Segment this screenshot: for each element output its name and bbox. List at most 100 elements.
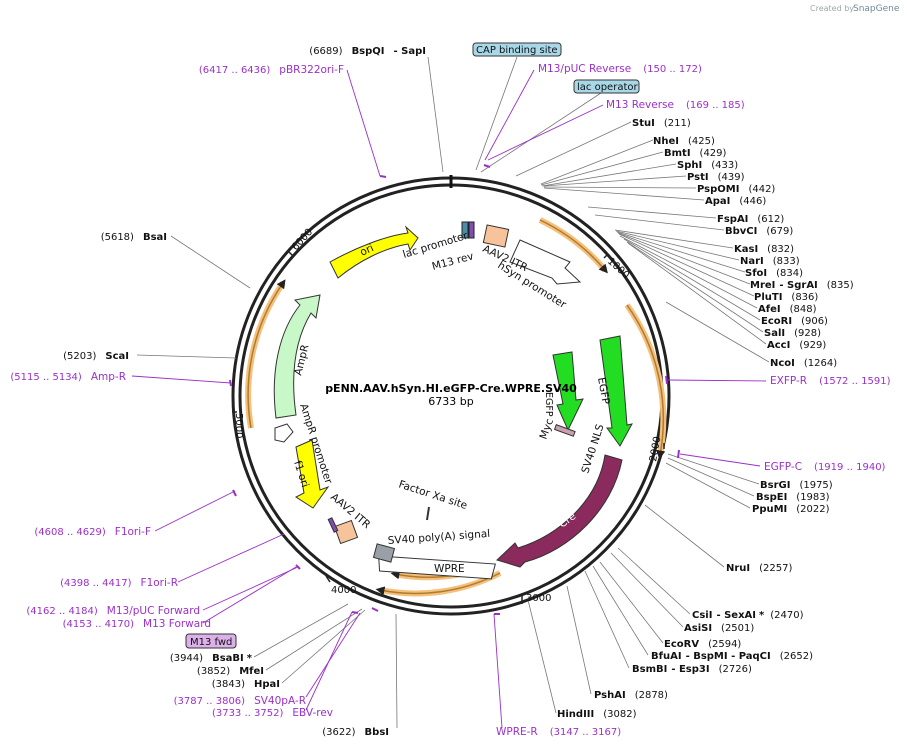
m13-fwd-box	[185, 633, 237, 649]
wpre-label: WPRE	[434, 563, 465, 575]
snapgene-name: SnapGene	[853, 4, 900, 14]
site-pspomi: PspOMI(442)	[697, 184, 775, 195]
primer-marks	[229, 164, 680, 615]
primer-m13puc-reverse: M13/pUC Reverse(150 .. 172)	[538, 63, 702, 75]
primer-ebv-rev: (3733 .. 3752)EBV-rev	[212, 707, 333, 719]
primer-exfp-r: EXFP-R(1572 .. 1591)	[770, 375, 891, 387]
site-nhei: NheI(425)	[653, 136, 715, 147]
site-fspai: FspAI(612)	[717, 214, 784, 225]
ampr-promoter-shape	[274, 423, 294, 443]
site-mrei: MreI- SgrAI(835)	[750, 280, 854, 291]
site-stui: StuI(211)	[632, 118, 691, 129]
f1-ori-shape	[294, 439, 330, 509]
primer-m13-forward: (4153 .. 4170)M13 Forward	[63, 618, 211, 630]
site-pshai: PshAI(2878)	[594, 690, 668, 701]
primer-m13puc-forward: (4162 .. 4184)M13/pUC Forward	[26, 605, 200, 617]
site-sphi: SphI(433)	[677, 160, 738, 171]
primer-sv40pa-r: (3787 .. 3806)SV40pA-R	[174, 695, 306, 707]
cre-shape	[496, 454, 623, 568]
site-scai: (5203)ScaI	[63, 351, 129, 362]
egfp-shape	[599, 335, 633, 447]
boxed-labels: CAP binding site lac operator M13 fwd	[185, 42, 640, 649]
egfp-inner-shape	[552, 351, 584, 432]
site-bspei: BspEI(1983)	[756, 492, 830, 503]
ampr-shape	[273, 294, 321, 419]
sv40pa-label: SV40 poly(A) signal	[387, 528, 490, 547]
ruler-marks	[232, 251, 665, 604]
primer-f1ori-r: (4398 .. 4417)F1ori-R	[60, 577, 178, 589]
primer-m13-reverse: M13 Reverse(169 .. 185)	[606, 99, 745, 111]
site-psti: PstI(439)	[687, 172, 745, 183]
site-bbsi: (3622)BbsI	[322, 727, 389, 738]
created-by-text: Created by	[810, 4, 854, 13]
site-acci: AccI(929)	[767, 340, 826, 351]
site-bsmbi: BsmBI- Esp3I(2726)	[632, 664, 752, 675]
sites-right: StuI(211) NheI(425) BmtI(429) SphI(433) …	[557, 118, 854, 720]
primer-f1ori-f: (4608 .. 4629)F1ori-F	[34, 526, 151, 538]
lac-operator-box	[573, 79, 640, 94]
site-bmti: BmtI(429)	[664, 148, 727, 159]
site-pluti: PluTI(836)	[754, 292, 818, 303]
site-apai: ApaI(446)	[705, 196, 766, 207]
myc-shape	[553, 424, 576, 437]
sites-left: (6689)BspQI- SapI (3622)BbsI (3843)HpaI …	[63, 46, 426, 738]
site-bfuai: BfuAI- BspMI - PaqCI(2652)	[651, 651, 813, 662]
primer-wpre-r: WPRE-R(3147 .. 3167)	[496, 726, 621, 738]
site-sali: SalI(928)	[764, 328, 821, 339]
primer-pbr322ori-f: (6417 .. 6436)pBR322ori-F	[199, 64, 344, 76]
site-bsabi: (3944)BsaBI*	[170, 653, 253, 664]
site-hindiii: HindIII(3082)	[557, 709, 637, 720]
primer-amp-r: (5115 .. 5134)Amp-R	[10, 371, 126, 383]
ori-label: ori	[358, 242, 375, 259]
site-sfoi: SfoI(834)	[745, 268, 803, 279]
cap-binding-label: CAP binding site	[476, 45, 558, 56]
site-csii: CsiI- SexAI*(2470)	[692, 610, 804, 621]
leader-lines	[136, 56, 770, 729]
site-afei: AfeI(848)	[758, 304, 817, 315]
m13-fwd-label: M13 fwd	[190, 637, 232, 648]
site-ncoi: NcoI(1264)	[770, 358, 837, 369]
ruler-2000: 2000	[648, 436, 663, 463]
site-hpai: (3843)HpaI	[212, 679, 280, 690]
aav2-itr-top-shape	[482, 224, 510, 248]
egfp-label: EGFP	[595, 376, 612, 405]
site-nari: NarI(833)	[740, 256, 800, 267]
m13-fwd-feature	[327, 517, 339, 533]
lac-operator-feature	[468, 221, 475, 239]
primer-leaders	[131, 69, 767, 729]
aav2-itr-bottom-shape	[333, 519, 359, 545]
ruler-6000: 6000	[290, 227, 315, 253]
site-mfei: (3852)MfeI	[197, 666, 264, 677]
egfp-inner-label: EGFP	[543, 392, 554, 417]
site-nrui: NruI(2257)	[726, 563, 792, 574]
m13-rev-label: M13 rev	[431, 250, 475, 273]
lac-operator-label: lac operator	[577, 82, 638, 93]
factor-xa-label: Factor Xa site	[397, 478, 469, 511]
site-kasi: KasI(832)	[734, 244, 794, 255]
site-bbvci: BbvCI(679)	[725, 226, 793, 237]
plasmid-size: 6733 bp	[428, 395, 473, 408]
cap-binding-feature	[461, 221, 469, 239]
primer-labels: (6417 .. 6436)pBR322ori-F M13/pUC Revers…	[10, 63, 890, 738]
site-ecorv: EcoRV(2594)	[664, 639, 741, 650]
ori-shape	[329, 225, 419, 279]
sv40pa-shape	[372, 543, 396, 563]
ruler-5000: 5000	[233, 413, 244, 438]
site-bsrgi: BsrGI(1975)	[760, 480, 833, 491]
wpre-shape	[378, 555, 496, 580]
site-ppumi: PpuMI(2022)	[752, 504, 830, 515]
hsyn-promoter-shape	[509, 239, 582, 285]
primer-egfp-c: EGFP-C(1919 .. 1940)	[764, 461, 886, 473]
site-bsai: (5618)BsaI	[101, 232, 167, 243]
ruler-3000: 3000	[526, 593, 551, 604]
site-bspqi: (6689)BspQI- SapI	[309, 46, 426, 57]
myc-label: Myc	[538, 417, 557, 441]
plasmid-name: pENN.AAV.hSyn.HI.eGFP-Cre.WPRE.SV40	[325, 382, 577, 395]
site-asisi: AsiSI(2501)	[684, 623, 754, 634]
cap-binding-box	[472, 42, 562, 57]
snapgene-brand: Created by SnapGene	[810, 4, 900, 14]
site-ecori: EcoRI(906)	[761, 316, 828, 327]
factor-xa-mark	[426, 506, 430, 521]
ruler-4000: 4000	[331, 585, 356, 596]
